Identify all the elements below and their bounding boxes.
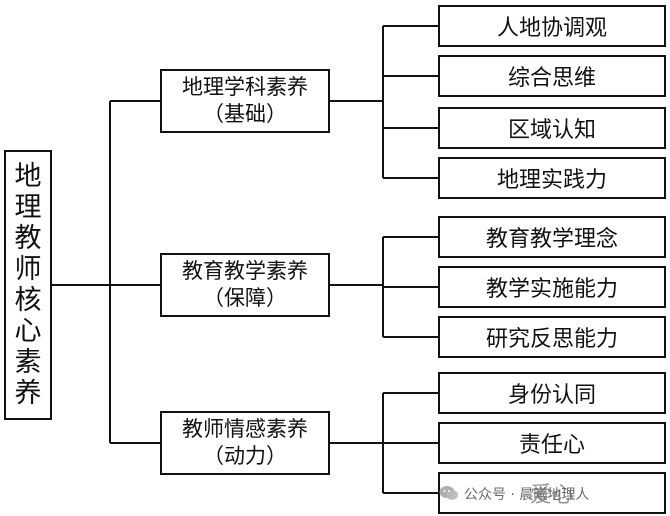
group-subtitle: （动力） xyxy=(203,444,287,468)
wechat-icon xyxy=(439,486,458,500)
root-char: 理 xyxy=(14,192,42,223)
group-title: 地理学科素养 xyxy=(182,75,308,99)
leaf-label: 身份认同 xyxy=(507,383,596,408)
group-subtitle: （保障） xyxy=(203,286,287,310)
leaf-node: 人地协调观 xyxy=(438,5,666,47)
leaf-node: 研究反思能力 xyxy=(438,316,666,358)
leaf-label: 研究反思能力 xyxy=(485,327,618,352)
watermark-text: 公众号 · 晨曦地理人 xyxy=(462,484,592,504)
leaf-label: 责任心 xyxy=(518,433,585,458)
leaf-label: 地理实践力 xyxy=(496,168,607,193)
leaf-node: 区域认知 xyxy=(438,107,666,149)
root-char: 教 xyxy=(14,223,42,254)
root-char: 心 xyxy=(14,316,42,347)
leaf-node: 综合思维 xyxy=(438,55,666,97)
root-node: 地 理 教 师 核 心 素 养 xyxy=(4,150,52,420)
group-subtitle: （基础） xyxy=(203,102,287,126)
root-char: 养 xyxy=(14,378,42,409)
root-char: 核 xyxy=(14,285,42,316)
leaf-node: 责任心 xyxy=(438,422,666,464)
group-node-teaching-literacy: 教育教学素养 （保障） xyxy=(160,253,330,317)
root-char: 地 xyxy=(14,161,42,192)
leaf-label: 人地协调观 xyxy=(496,16,607,41)
group-node-emotional-literacy: 教师情感素养 （动力） xyxy=(160,411,330,475)
leaf-node: 身份认同 xyxy=(438,372,666,414)
group-node-subject-literacy: 地理学科素养 （基础） xyxy=(160,69,330,133)
root-char: 素 xyxy=(14,347,42,378)
leaf-label: 区域认知 xyxy=(507,118,596,143)
group-title: 教育教学素养 xyxy=(182,259,308,283)
root-char: 师 xyxy=(14,254,42,285)
leaf-node: 地理实践力 xyxy=(438,157,666,199)
leaf-label: 教育教学理念 xyxy=(485,227,618,252)
leaf-label: 综合思维 xyxy=(507,66,596,91)
leaf-node: 教育教学理念 xyxy=(438,216,666,258)
leaf-node: 教学实施能力 xyxy=(438,266,666,308)
group-title: 教师情感素养 xyxy=(182,417,308,441)
leaf-label: 教学实施能力 xyxy=(485,277,618,302)
